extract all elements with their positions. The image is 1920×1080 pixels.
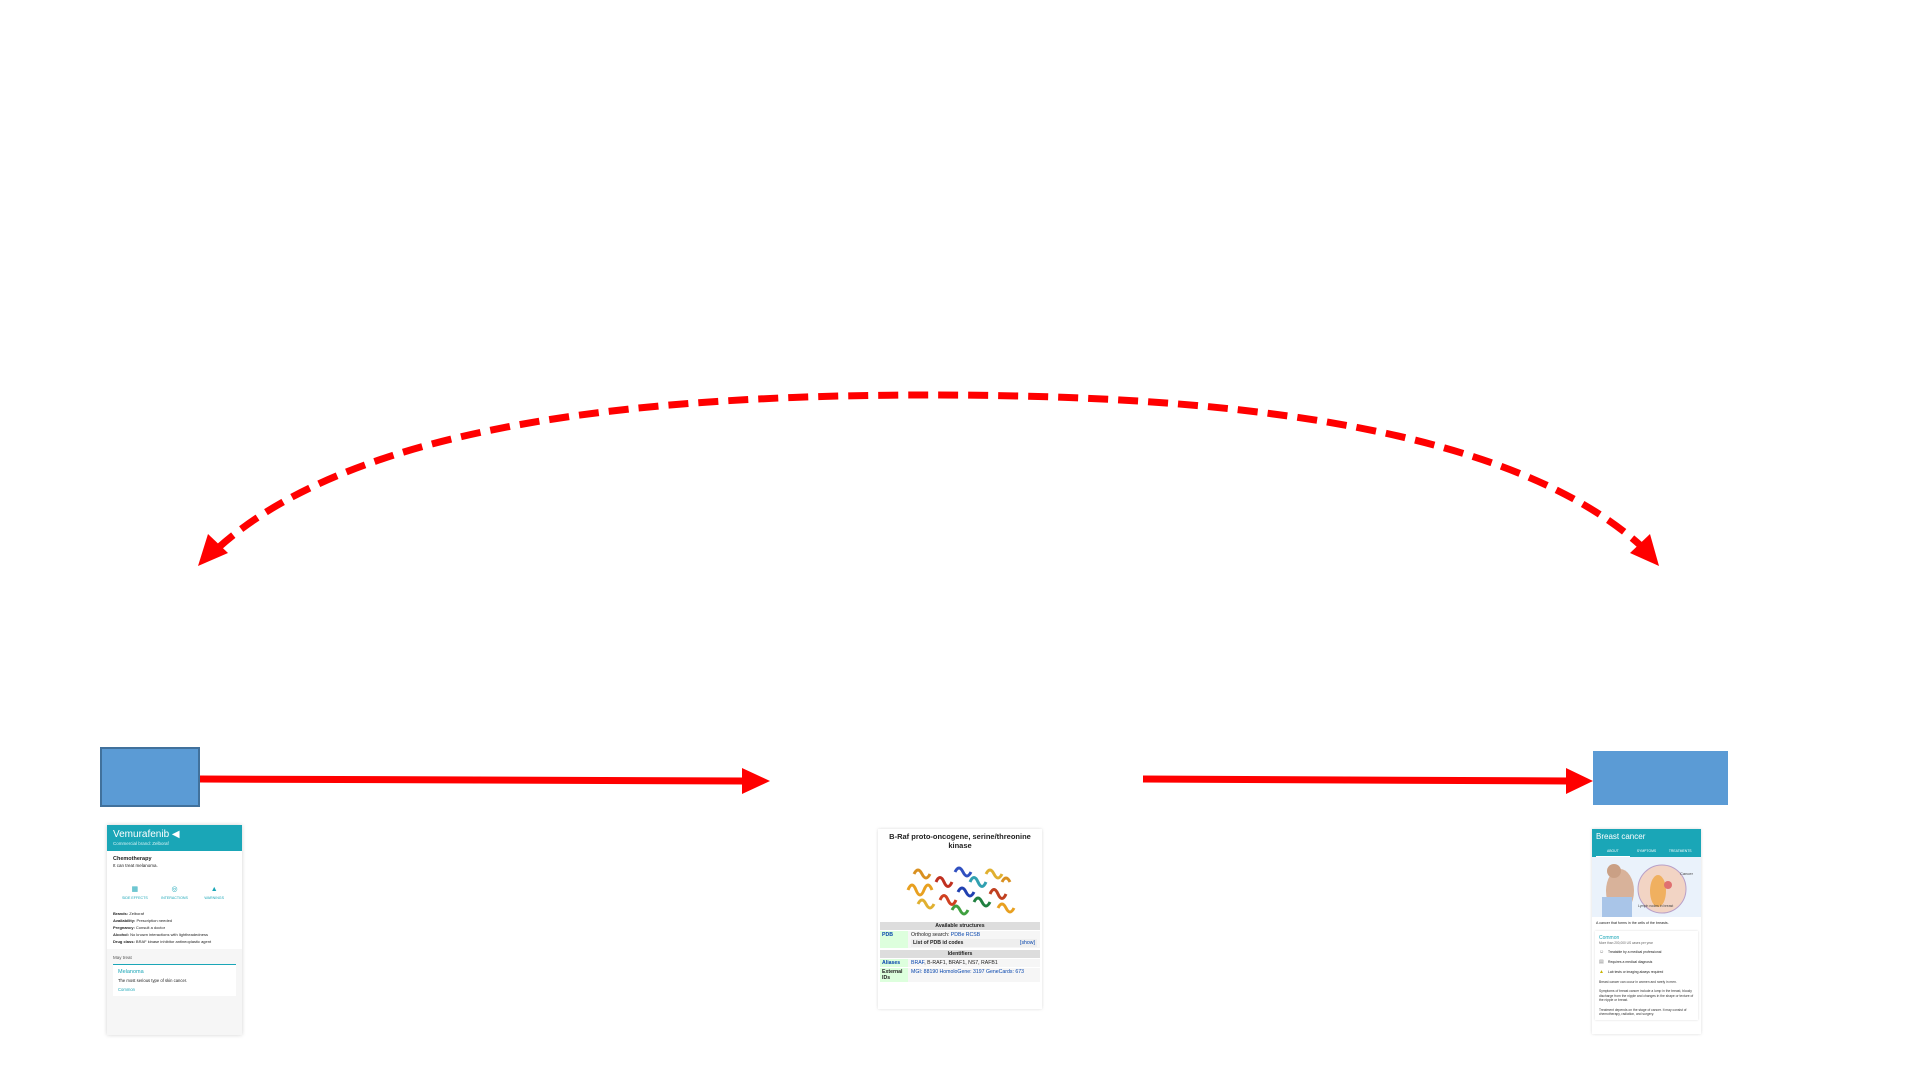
fact-value: No known interactions with lightheadedne… — [130, 932, 208, 937]
fact-label: Alcohol: — [113, 932, 129, 937]
may-treat-desc: The most serious type of skin cancer. — [118, 978, 188, 983]
pdb-label[interactable]: PDB — [880, 931, 908, 948]
condition-fact: ☺Treatable by a medical professional — [1599, 949, 1694, 955]
fact-value: Consult a doctor — [135, 925, 166, 930]
fact-row: Alcohol: No known interactions with ligh… — [113, 931, 236, 938]
condition-fact-text: Treatable by a medical professional — [1608, 950, 1662, 954]
external-ids-row: External IDs MGI: 88190 HomoloGene: 3197… — [880, 968, 1040, 982]
aliases-link[interactable]: BRAF — [911, 960, 925, 966]
protein-card: B-Raf proto-oncogene, serine/threonine k… — [878, 829, 1042, 1009]
ortholog-search: Ortholog search: PDBe RCSB — [911, 932, 1037, 938]
drug-category: Chemotherapy — [113, 856, 152, 862]
fact-value: Prescription needed — [136, 918, 173, 923]
condition-card: Breast cancer ABOUT SYMPTOMS TREATMENTS … — [1592, 829, 1701, 1034]
grid-icon: ▦ — [131, 886, 139, 893]
fact-row: Brands: Zelboraf — [113, 910, 236, 917]
left-node-box — [100, 747, 200, 807]
identifiers-heading: Identifiers — [880, 950, 1040, 958]
condition-subtitle: Common — [1599, 935, 1620, 941]
external-ids-label: External IDs — [880, 968, 908, 982]
tab-treatments[interactable]: TREATMENTS — [1668, 849, 1692, 853]
dashed-arrow-head-right — [1630, 534, 1659, 566]
may-treat-heading: May treat — [113, 955, 132, 960]
image-label-cancer: Cancer — [1680, 871, 1694, 876]
condition-card-header: Breast cancer ABOUT SYMPTOMS TREATMENTS — [1592, 829, 1701, 857]
condition-paragraph: Treatment depends on the stage of cancer… — [1599, 1007, 1687, 1017]
protein-title: B-Raf proto-oncogene, serine/threonine k… — [889, 832, 1031, 850]
right-node-box — [1593, 751, 1728, 805]
external-ids-value[interactable]: MGI: 88190 HomoloGene: 3197 GeneCards: 6… — [908, 968, 1040, 982]
dashed-curved-arrow — [215, 391, 1643, 551]
interactions-icon: ◎ — [171, 886, 178, 893]
may-treat-link[interactable]: Common — [118, 987, 135, 992]
condition-paragraph: Symptoms of breast cancer include a lump… — [1599, 989, 1694, 1003]
fact-label: Brands: — [113, 911, 129, 916]
fact-label: Pregnancy: — [113, 925, 135, 930]
warnings-label: WARNINGS — [204, 896, 224, 900]
solid-arrow-head-right — [1566, 768, 1593, 794]
fact-row: Pregnancy: Consult a doctor — [113, 924, 236, 931]
fact-row: Drug class: BRAF kinase inhibitor antine… — [113, 938, 236, 945]
document-icon: ▤ — [1599, 959, 1604, 965]
drug-facts: Brands: Zelboraf Availability: Prescript… — [113, 910, 236, 945]
drug-category-desc: It can treat melanoma. — [113, 863, 158, 868]
aliases-label[interactable]: Aliases — [880, 959, 908, 967]
ortholog-prefix: Ortholog search: — [911, 932, 951, 938]
warnings-button[interactable]: ▲ WARNINGS — [194, 886, 234, 900]
fact-value: BRAF kinase inhibitor antineoplastic age… — [135, 939, 212, 944]
interactions-button[interactable]: ◎ INTERACTIONS — [155, 886, 195, 900]
condition-title: Breast cancer — [1596, 832, 1646, 841]
available-structures-heading: Available structures — [880, 922, 1040, 930]
condition-summary: Common More than 200,000 US cases per ye… — [1595, 931, 1698, 1020]
drug-actions: ▦ SIDE EFFECTS ◎ INTERACTIONS ▲ WARNINGS — [115, 886, 234, 900]
drug-subtitle: Commercial brand: Zelboraf — [113, 841, 169, 846]
protein-structure-image — [906, 866, 1016, 916]
dashed-arrow-head-left — [198, 534, 228, 566]
flask-icon: ▲ — [1599, 969, 1604, 975]
side-effects-button[interactable]: ▦ SIDE EFFECTS — [115, 886, 155, 900]
person-icon: ☺ — [1599, 949, 1605, 955]
solid-arrow-left-to-middle — [199, 775, 746, 785]
solid-arrow-head-middle — [742, 768, 770, 794]
condition-paragraph: Breast cancer can occur in women and rar… — [1599, 980, 1677, 984]
pdb-list-row: List of PDB id codes [show] — [911, 939, 1037, 947]
interactions-label: INTERACTIONS — [161, 896, 188, 900]
aliases-value: BRAF, B-RAF1, BRAF1, NS7, RAFB1 — [908, 959, 1040, 967]
fact-value: Zelboraf — [129, 911, 144, 916]
image-label-lymph: Lymph nodes in breast — [1638, 904, 1673, 908]
condition-fact-text: Requires a medical diagnosis — [1608, 960, 1653, 964]
condition-illustration: Cancer Lymph nodes in breast — [1592, 857, 1701, 917]
may-treat-card[interactable]: Melanoma The most serious type of skin c… — [113, 964, 236, 996]
drug-title: Vemurafenib ◀ — [113, 829, 180, 840]
condition-fact-text: Lab tests or imaging always required — [1608, 970, 1664, 974]
may-treat-title[interactable]: Melanoma — [118, 969, 144, 975]
condition-fact: ▲ Lab tests or imaging always required — [1599, 969, 1694, 975]
fact-label: Drug class: — [113, 939, 135, 944]
drug-card: Vemurafenib ◀ Commercial brand: Zelboraf… — [107, 825, 242, 1035]
drug-card-header: Vemurafenib ◀ Commercial brand: Zelboraf — [107, 825, 242, 851]
pdb-list-label: List of PDB id codes — [913, 940, 964, 946]
aliases-row: Aliases BRAF, B-RAF1, BRAF1, NS7, RAFB1 — [880, 959, 1040, 967]
side-effects-label: SIDE EFFECTS — [121, 896, 148, 900]
show-link[interactable]: [show] — [1020, 940, 1035, 946]
warning-icon: ▲ — [210, 886, 218, 893]
aliases-rest: , B-RAF1, BRAF1, NS7, RAFB1 — [924, 960, 998, 966]
tab-symptoms[interactable]: SYMPTOMS — [1636, 849, 1657, 853]
condition-description: A cancer that forms in the cells of the … — [1596, 921, 1669, 925]
pdb-row: PDB Ortholog search: PDBe RCSB List of P… — [880, 931, 1040, 948]
condition-tabs: ABOUT SYMPTOMS TREATMENTS — [1596, 847, 1697, 857]
condition-subdesc: More than 200,000 US cases per year — [1599, 941, 1653, 945]
ortholog-links[interactable]: PDBe RCSB — [950, 932, 981, 938]
pdb-value: Ortholog search: PDBe RCSB List of PDB i… — [908, 931, 1040, 948]
fact-row: Availability: Prescription needed — [113, 917, 236, 924]
tab-about[interactable]: ABOUT — [1596, 847, 1630, 857]
drug-card-body: Chemotherapy It can treat melanoma. ▦ SI… — [107, 851, 242, 949]
may-treat-section: May treat Melanoma The most serious type… — [107, 949, 242, 1002]
solid-arrow-middle-to-right — [1142, 775, 1571, 785]
fact-label: Availability: — [113, 918, 136, 923]
condition-fact: ▤ Requires a medical diagnosis — [1599, 959, 1694, 965]
